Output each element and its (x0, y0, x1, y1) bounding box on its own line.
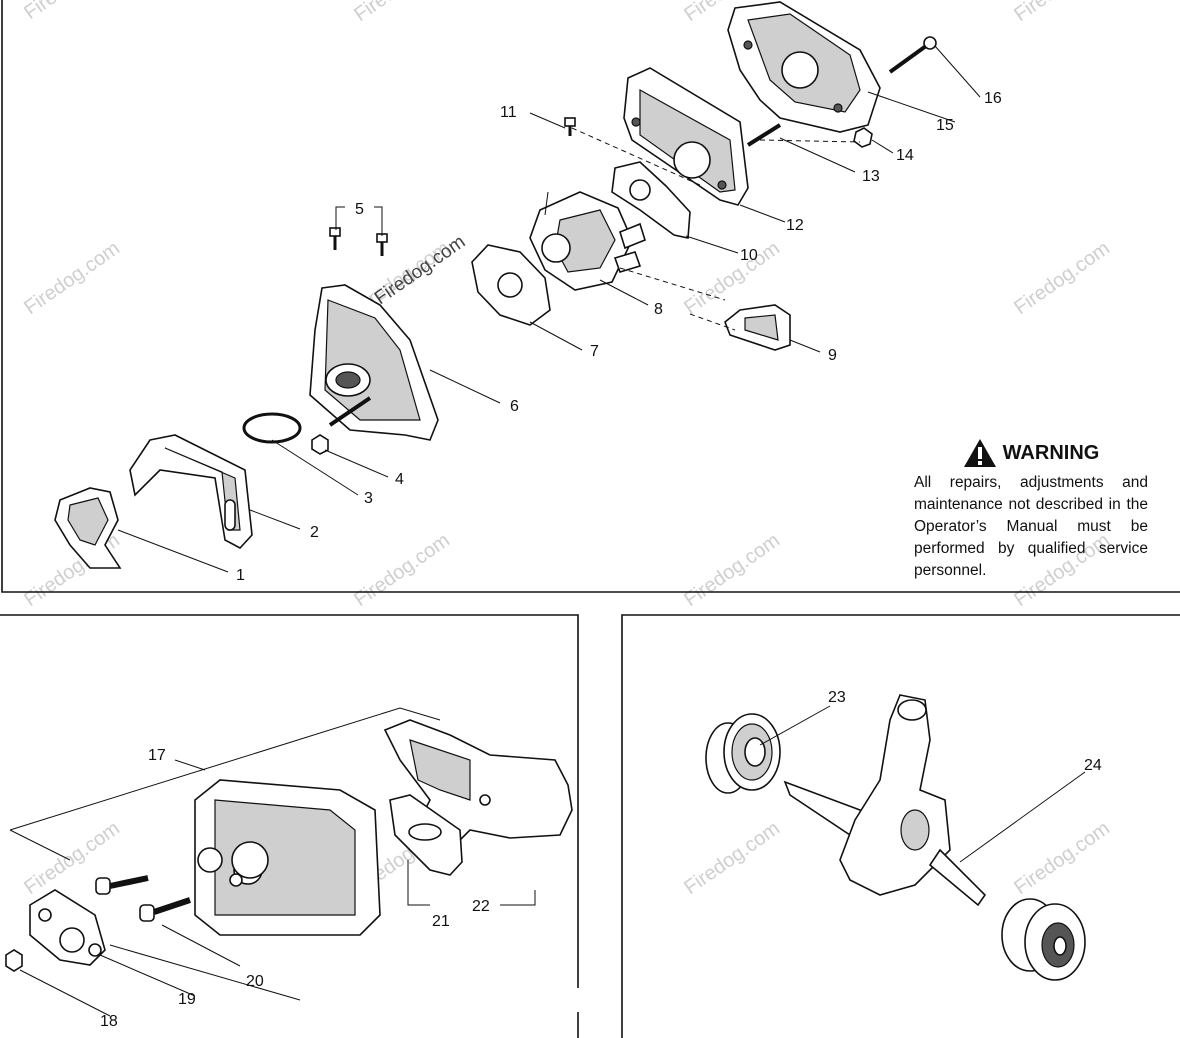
callout-7: 7 (590, 343, 599, 360)
watermark: Firedog.com (20, 0, 124, 24)
callout-18: 18 (100, 1013, 118, 1030)
watermark: Firedog.com (350, 529, 454, 611)
intake-ring-part (242, 412, 302, 444)
warning-notice: WARNING All repairs, adjustments and mai… (914, 438, 1148, 582)
crankshaft-leaders (759, 705, 1086, 863)
warning-title: WARNING (1002, 441, 1100, 464)
callout-5: 5 (355, 201, 364, 218)
callout-23: 23 (828, 689, 846, 706)
muffler-leaders (9, 707, 536, 1017)
callout-3: 3 (364, 490, 373, 507)
callout-12: 12 (786, 217, 804, 234)
nut-part (853, 127, 873, 148)
callouts-top: 11 16 15 14 13 12 10 8 9 7 6 5 4 3 2 1 (236, 90, 1002, 584)
callouts-muffler: 17 21 22 20 19 18 (100, 747, 490, 1030)
callout-24: 24 (1084, 757, 1102, 774)
callout-20: 20 (246, 973, 264, 990)
callout-22: 22 (472, 898, 490, 915)
callout-13: 13 (862, 168, 880, 185)
callout-14: 14 (896, 147, 914, 164)
callout-9: 9 (828, 347, 837, 364)
stud-part (746, 123, 782, 147)
air-filter-cover-part (727, 1, 881, 133)
throttle-link-part (724, 304, 791, 351)
callout-10: 10 (740, 247, 758, 264)
intake-housing-part (309, 284, 439, 441)
filter-base-part (623, 67, 749, 206)
callout-4: 4 (395, 471, 404, 488)
gasket-plate-part (611, 161, 691, 239)
muffler-parts (5, 719, 573, 972)
callout-19: 19 (178, 991, 196, 1008)
carburetor-gasket-part (471, 244, 551, 326)
housing-screws-part (329, 227, 388, 256)
watermark: Firedog.com (1010, 237, 1114, 319)
warning-triangle-icon (963, 439, 996, 467)
callouts-crankshaft: 23 24 (828, 689, 1102, 774)
small-screw-part (564, 117, 576, 136)
callout-8: 8 (654, 301, 663, 318)
bracket-part (129, 434, 253, 549)
carburetor-part (529, 191, 646, 291)
watermark: Firedog.com (350, 0, 454, 26)
assembly-guides (571, 127, 861, 331)
callout-21: 21 (432, 913, 450, 930)
callout-2: 2 (310, 524, 319, 541)
callout-11: 11 (500, 104, 517, 121)
callout-1: 1 (236, 567, 245, 584)
watermark: Firedog.com (680, 817, 784, 899)
callout-6: 6 (510, 398, 519, 415)
callout-16: 16 (984, 90, 1002, 107)
watermark: Firedog.com (1010, 0, 1114, 26)
watermark: Firedog.com (680, 529, 784, 611)
watermark: Firedog.com (20, 237, 124, 319)
warning-text: All repairs, adjustments and maintenance… (914, 474, 1148, 579)
leader-lines (117, 45, 981, 573)
callout-15: 15 (936, 117, 954, 134)
nipple-nut-part (311, 434, 329, 455)
watermark: Firedog.com (1010, 817, 1114, 899)
crankshaft-parts (705, 694, 1086, 981)
cover-screw-part (888, 36, 937, 74)
watermark-center: Firedog.com (371, 231, 470, 309)
front-cover-part (54, 487, 122, 569)
warning-header: WARNING (914, 438, 1148, 468)
callout-17: 17 (148, 747, 166, 764)
